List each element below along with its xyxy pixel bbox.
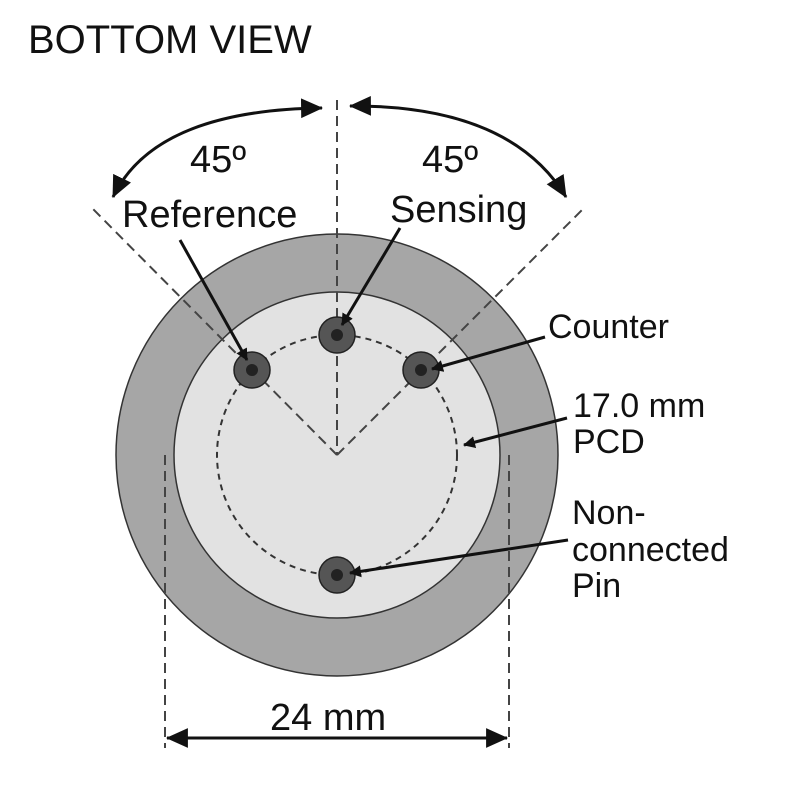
reference-leader-arrow bbox=[178, 239, 249, 361]
pin-sensing bbox=[318, 316, 356, 354]
non-connected-leader-arrow bbox=[349, 538, 569, 578]
sensing-label: Sensing bbox=[390, 189, 527, 231]
pin-counter bbox=[402, 351, 440, 389]
non-connected-label-line2: connected bbox=[572, 531, 729, 569]
angle-line-right bbox=[336, 207, 585, 456]
pin-reference bbox=[233, 351, 271, 389]
angle-line-left bbox=[91, 207, 338, 456]
reference-label: Reference bbox=[122, 194, 297, 236]
pcd-label: PCD bbox=[573, 423, 645, 461]
non-connected-label-line1: Non- bbox=[572, 494, 646, 532]
sensing-leader-arrow bbox=[340, 227, 402, 326]
pin-non-connected bbox=[318, 556, 356, 594]
counter-label: Counter bbox=[548, 308, 669, 346]
angle-arc-left bbox=[111, 98, 324, 198]
angle-arc-right bbox=[348, 95, 568, 198]
pcd-leader-arrow bbox=[463, 416, 568, 449]
angle-label-right: 45º bbox=[422, 139, 478, 181]
diameter-label: 24 mm bbox=[270, 697, 386, 739]
title: BOTTOM VIEW bbox=[28, 18, 312, 62]
angle-label-left: 45º bbox=[190, 139, 246, 181]
pcd-value-label: 17.0 mm bbox=[573, 387, 705, 425]
non-connected-label-line3: Pin bbox=[572, 567, 621, 605]
counter-leader-arrow bbox=[431, 335, 546, 372]
